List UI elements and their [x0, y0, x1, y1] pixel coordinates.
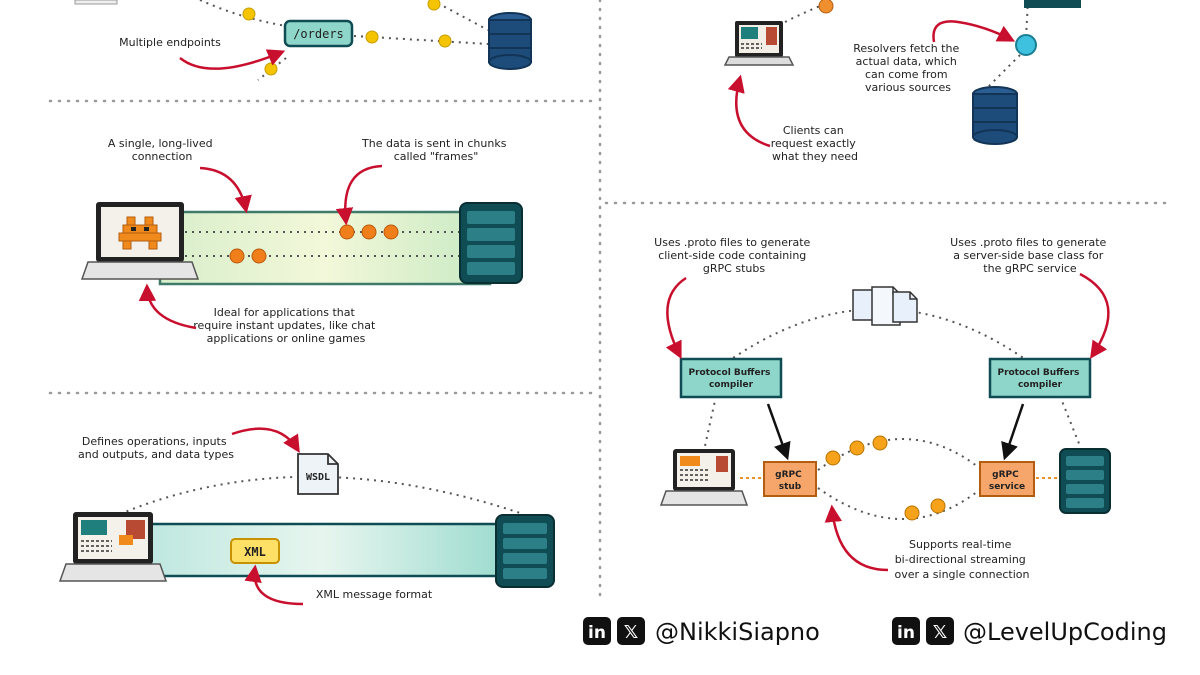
frame-dots: [229, 224, 399, 264]
grpc-server-icon: [1059, 448, 1111, 514]
endpoint-orders: /orders: [283, 19, 354, 48]
endpoint-label: /orders: [293, 27, 344, 41]
xml-message-badge: XML: [230, 538, 280, 564]
section-dividers: [48, 0, 1167, 597]
graphql-client-laptop-icon: [723, 21, 795, 66]
graphql-database-icon: [972, 86, 1018, 145]
x-icon[interactable]: 𝕏: [926, 617, 954, 645]
soap-server-icon: [495, 514, 555, 588]
graphql-section: Resolvers fetch the actual data, which c…: [723, 0, 1081, 163]
rest-section: /orders Multiple endpoints: [74, 0, 532, 81]
xml-format-note: XML message format: [316, 588, 433, 601]
grpc-stub-box: gRPC stub: [763, 461, 817, 497]
svg-text:gRPC service: gRPC service: [989, 470, 1025, 492]
stream-dots: [825, 435, 946, 521]
websocket-server-icon: [459, 202, 523, 284]
streaming-note: Supports real-time bi-directional stream…: [895, 538, 1030, 581]
frames-note: The data is sent in chunks called "frame…: [361, 137, 510, 163]
rest-database-icon: [488, 12, 532, 70]
soap-client-laptop-icon: [58, 512, 168, 582]
resolvers-note: Resolvers fetch the actual data, which c…: [853, 42, 962, 94]
wsdl-document-icon: WSDL: [297, 453, 339, 495]
client-proto-note: Uses .proto files to generate client-sid…: [654, 236, 814, 275]
linkedin-icon[interactable]: in: [583, 617, 611, 645]
svg-text:in: in: [897, 623, 915, 643]
wsdl-label: WSDL: [306, 472, 330, 483]
svg-text:gRPC stub: gRPC stub: [775, 470, 805, 492]
handle-levelupcoding[interactable]: @LevelUpCoding: [963, 618, 1167, 646]
footer-social-left: in 𝕏 @NikkiSiapno: [583, 617, 820, 646]
svg-text:in: in: [588, 623, 606, 643]
defines-operations-note: Defines operations, inputs and outputs, …: [78, 435, 234, 461]
grpc-service-box: gRPC service: [979, 461, 1035, 497]
websocket-section: A single, long-lived connection The data…: [80, 137, 523, 345]
handle-nikkisiapno[interactable]: @NikkiSiapno: [655, 618, 820, 646]
grpc-compiler-left: Protocol Buffers compiler: [679, 357, 783, 399]
xml-label: XML: [244, 545, 266, 559]
server-proto-note: Uses .proto files to generate a server-s…: [950, 236, 1110, 275]
multiple-endpoints-note: Multiple endpoints: [119, 36, 221, 49]
grpc-compiler-right: Protocol Buffers compiler: [988, 357, 1092, 399]
websocket-client-laptop-icon: [80, 202, 200, 280]
svg-text:𝕏: 𝕏: [933, 622, 948, 643]
long-lived-connection-note: A single, long-lived connection: [108, 137, 216, 163]
grpc-client-laptop-icon: [659, 449, 749, 506]
x-icon[interactable]: 𝕏: [617, 617, 645, 645]
svg-text:𝕏: 𝕏: [624, 622, 639, 643]
ideal-for-note: Ideal for applications that require inst…: [193, 306, 379, 345]
svg-text:Protocol Buffers compi: Protocol Buffers compiler: [997, 368, 1082, 390]
footer-social-right: in 𝕏 @LevelUpCoding: [892, 617, 1167, 646]
proto-files-icon: [852, 286, 918, 326]
clients-note: Clients can request exactly what they ne…: [771, 124, 860, 163]
svg-text:Protocol Buffers compi: Protocol Buffers compiler: [688, 368, 773, 390]
grpc-section: Protocol Buffers compiler Protocol Buffe…: [654, 236, 1111, 581]
linkedin-icon[interactable]: in: [892, 617, 920, 645]
soap-section: WSDL XML Defines operations, inputs a: [58, 427, 555, 606]
